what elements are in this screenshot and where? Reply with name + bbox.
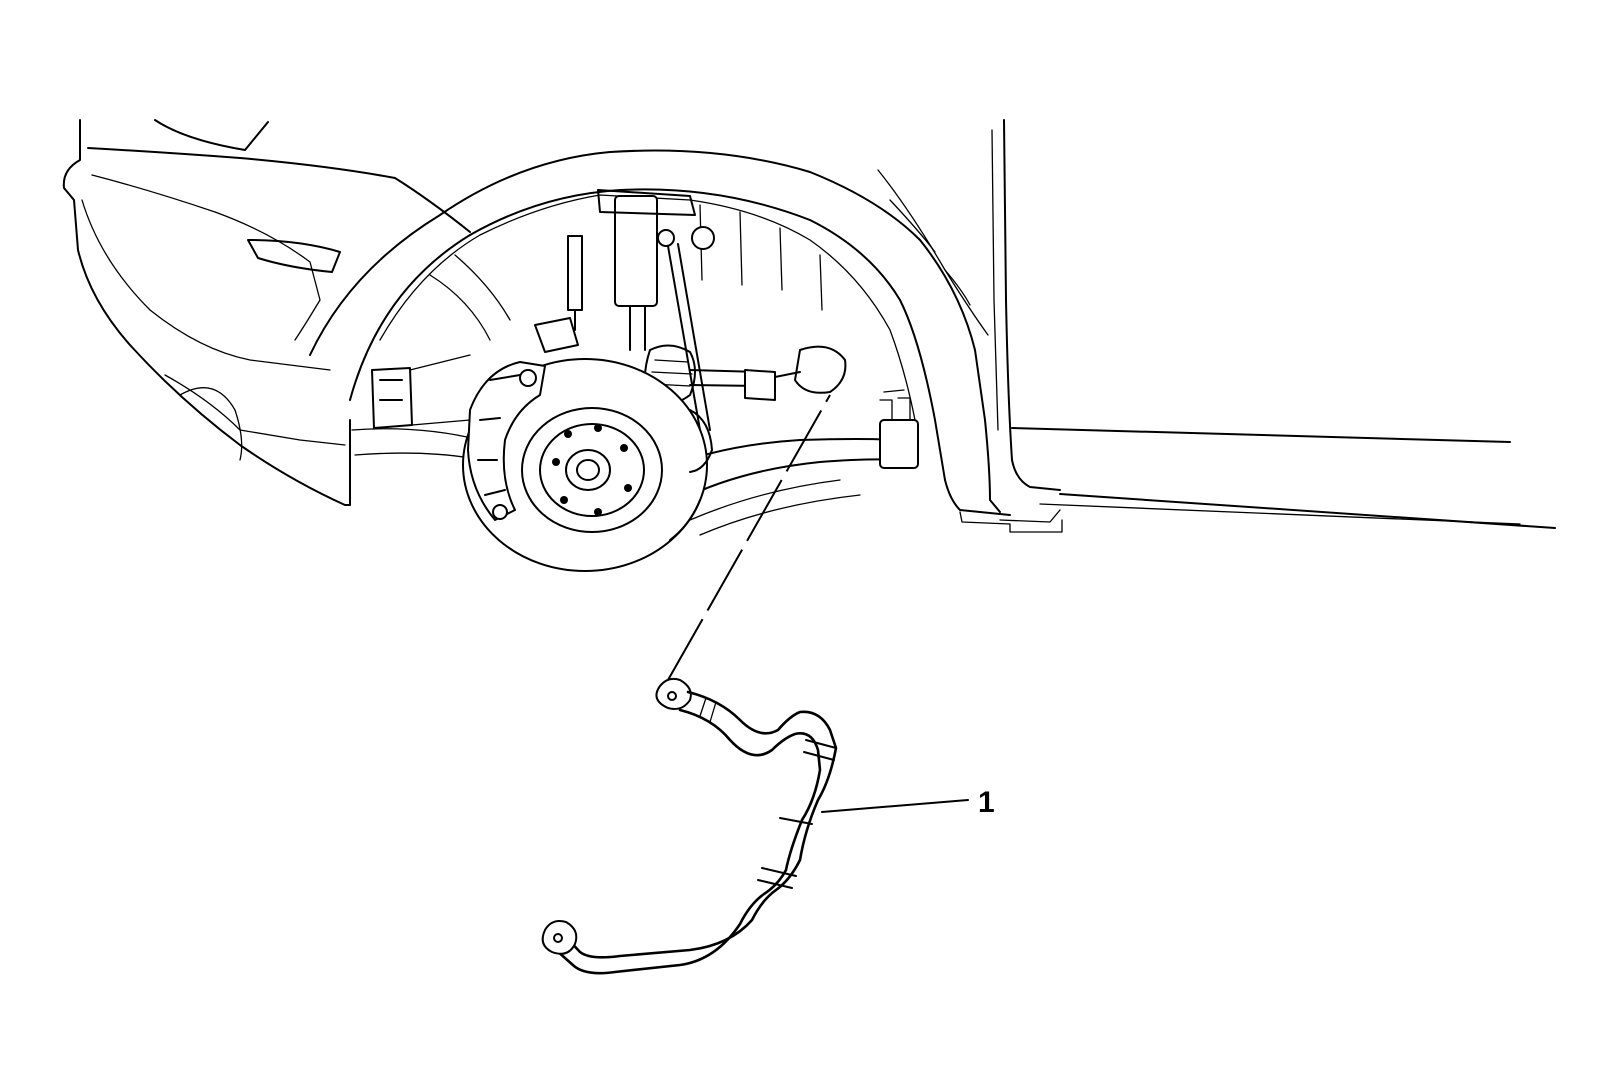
hood-line-1 xyxy=(877,169,989,336)
rocker-bottom-detail xyxy=(959,511,1063,533)
stabilizer-bar-body-top xyxy=(563,690,838,959)
fascia-upper-crease xyxy=(87,147,471,233)
lug-stud xyxy=(552,458,560,466)
front-fascia-outline xyxy=(62,119,351,506)
stabilizer-bar-kink xyxy=(699,697,717,723)
stabilizer-bar xyxy=(541,677,838,975)
stabilizer-bar-lower-eye-hole xyxy=(553,933,563,943)
wheel-well-components xyxy=(351,189,919,572)
stabilizer-link xyxy=(667,243,711,431)
rocker-bracket xyxy=(999,509,1061,523)
fascia-lower-curve xyxy=(81,199,331,371)
tie-rod-boot xyxy=(794,345,847,394)
caliper-bolt-upper xyxy=(519,369,537,387)
caliper-bolt-lower xyxy=(492,504,508,520)
arch-bottom-edge xyxy=(944,479,1011,516)
stabilizer-mid-section xyxy=(779,817,813,825)
lug-stud xyxy=(564,430,572,438)
lower-control-arm-2 xyxy=(679,458,906,501)
subframe-lines xyxy=(689,479,861,536)
vehicle-body xyxy=(62,119,1556,533)
strut-rod xyxy=(629,305,646,351)
lug-stud xyxy=(560,496,568,504)
hub-nut xyxy=(576,459,600,481)
fascia-inner-line xyxy=(91,174,321,341)
strut-top-mount xyxy=(597,189,696,216)
stabilizer-bar-upper-eye-hole xyxy=(667,691,677,701)
stabilizer-bushing-lower xyxy=(757,867,797,889)
fascia-lower-crease xyxy=(164,374,346,446)
caliper-bracket xyxy=(477,374,521,496)
lug-stud xyxy=(620,444,628,452)
front-subframe xyxy=(351,354,481,459)
fascia-top-edge xyxy=(154,119,269,151)
brake-hose-bracket xyxy=(567,235,583,331)
hood-line-2 xyxy=(889,199,936,253)
rear-bushing-bolts xyxy=(879,389,911,421)
callout-1-leader xyxy=(821,799,969,813)
stabilizer-bar-body-bottom xyxy=(554,708,822,975)
lug-stud xyxy=(624,484,632,492)
door-front-edge xyxy=(1003,119,1061,491)
installation-leader-line xyxy=(667,394,831,681)
rotor-hat xyxy=(539,423,645,517)
rocker-line-low xyxy=(1039,503,1521,525)
stabilizer-bushing-upper xyxy=(803,739,837,761)
hood-line-3 xyxy=(944,269,971,306)
bracket-plate xyxy=(534,317,579,353)
strut-mount-bolt xyxy=(657,229,675,247)
lug-stud xyxy=(594,424,602,432)
door-front-edge-inner xyxy=(991,129,999,431)
strut-mount-nut xyxy=(691,226,715,250)
rocker-line-top xyxy=(1011,427,1511,443)
tie-rod-end xyxy=(744,369,776,401)
callout-1: 1 xyxy=(821,786,995,819)
brake-caliper xyxy=(467,361,546,521)
fascia-arc-detail xyxy=(179,387,243,461)
lug-studs xyxy=(552,424,632,516)
rear-bushing-block xyxy=(879,419,919,469)
steering-knuckle xyxy=(669,409,713,541)
strut-body xyxy=(614,195,658,307)
callout-1-label: 1 xyxy=(978,786,995,819)
fender-arch-inner xyxy=(349,188,946,481)
front-bracket xyxy=(371,367,413,429)
fender-rear-edge xyxy=(984,419,1001,513)
fender-arch-outer xyxy=(309,149,986,421)
side-marker-lamp xyxy=(247,239,341,273)
inner-fender-liner xyxy=(379,194,916,421)
lug-stud xyxy=(594,508,602,516)
